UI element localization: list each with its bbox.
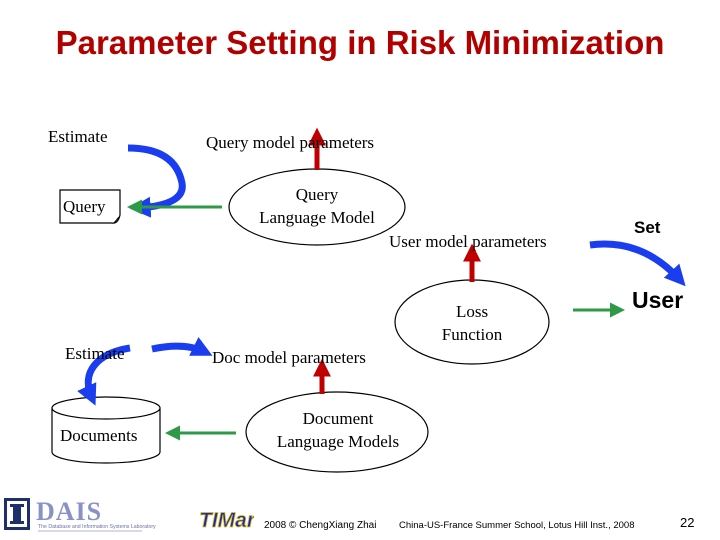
loss-function-ellipse xyxy=(394,279,550,365)
svg-text:The Database and Information S: The Database and Information Systems Lab… xyxy=(38,524,156,530)
svg-text:TIMan: TIMan xyxy=(199,509,254,532)
query-lm-label-line2: Language Model xyxy=(259,208,375,227)
document-language-models-ellipse xyxy=(245,391,429,473)
estimate-doc-params-arrow xyxy=(151,336,213,356)
query-box xyxy=(59,189,121,224)
query-lm-label-line1: Query xyxy=(295,185,339,204)
page-number: 22 xyxy=(680,515,695,530)
footer-copyright: 2008 © ChengXiang Zhai xyxy=(264,520,377,531)
doc-lm-label-line1: Document xyxy=(302,409,374,428)
documents-cylinder xyxy=(51,396,161,464)
timan-logo: TIMan xyxy=(198,494,260,534)
svg-text:DAIS: DAIS xyxy=(36,497,102,526)
query-language-model-ellipse xyxy=(228,168,406,246)
query-model-parameters-label: Query model parameters xyxy=(206,133,375,152)
dais-logo: DAIS The Database and Information System… xyxy=(2,494,198,534)
loss-label-line2: Function xyxy=(441,325,503,344)
set-user-arrow xyxy=(589,240,686,287)
footer-venue: China-US-France Summer School, Lotus Hil… xyxy=(399,520,635,531)
estimate-query-arrow xyxy=(127,144,186,218)
doc-lm-label-line2: Language Models xyxy=(276,432,400,451)
estimate-documents-arrow xyxy=(77,344,131,406)
documents-label: Documents xyxy=(60,426,138,445)
user-label: User xyxy=(632,287,684,313)
estimate-query-label: Estimate xyxy=(48,127,108,146)
set-label: Set xyxy=(634,218,661,237)
doc-model-parameters-label: Doc model parameters xyxy=(212,348,366,367)
user-model-parameters-label: User model parameters xyxy=(389,232,547,251)
loss-label-line1: Loss xyxy=(455,302,489,321)
query-label: Query xyxy=(63,197,106,216)
estimate-documents-label: Estimate xyxy=(65,344,125,363)
slide-title: Parameter Setting in Risk Minimization xyxy=(55,24,665,61)
